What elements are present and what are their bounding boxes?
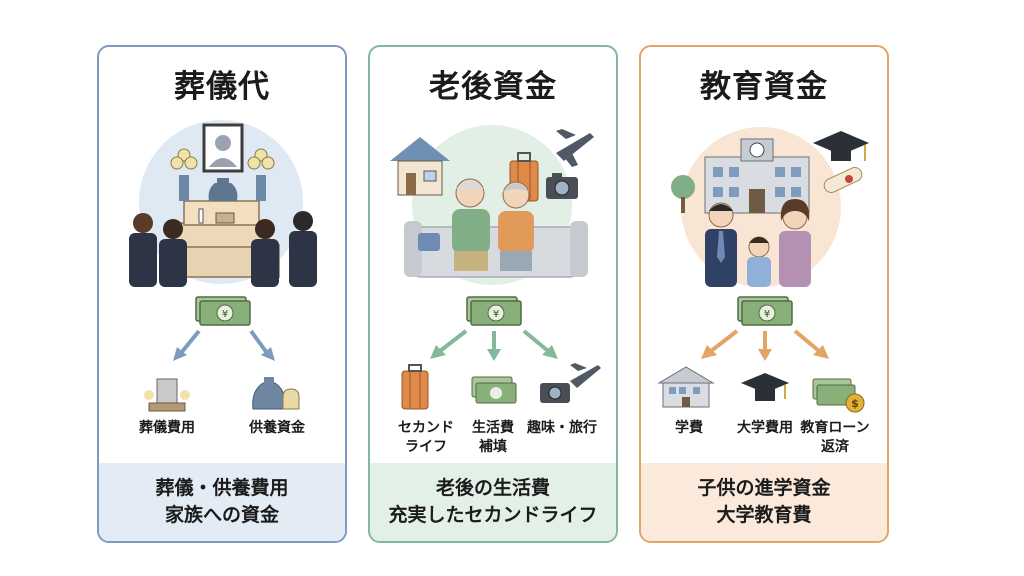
diploma-icon <box>823 167 863 193</box>
camera-icon <box>540 383 570 403</box>
education-funds-card: 教育資金 <box>639 45 889 543</box>
footer-line-2: 家族への資金 <box>164 504 279 526</box>
house-icon <box>390 137 450 196</box>
item-tuition: 学費 <box>675 420 703 436</box>
item-memorial-funds: 供養資金 <box>249 420 305 436</box>
urn-icon <box>252 377 300 410</box>
card-title: 教育資金 <box>700 69 828 105</box>
item-second-life: セカンド ライフ <box>398 420 454 455</box>
svg-text:¥: ¥ <box>493 309 499 320</box>
svg-text:¥: ¥ <box>764 309 770 320</box>
coin-icon: $ <box>845 393 865 413</box>
graduation-cap-icon <box>741 373 789 401</box>
camera-icon <box>546 173 578 199</box>
footer-line-2: 充実したセカンドライフ <box>388 504 598 526</box>
education-flow-diagram: ¥ $ <box>657 296 865 413</box>
banknote-icon <box>471 376 517 404</box>
card-title: 老後資金 <box>429 69 557 105</box>
suitcase-icon <box>401 364 429 410</box>
item-education-loan-repayment: 教育ローン 返済 <box>800 420 870 455</box>
airplane-icon <box>570 363 601 388</box>
card-footer: 老後の生活費 充実したセカンドライフ <box>370 463 616 541</box>
retirement-flow-diagram: ¥ <box>401 296 601 410</box>
footer-line-1: 老後の生活費 <box>435 477 550 499</box>
svg-text:$: $ <box>851 397 859 410</box>
graduation-cap-icon <box>813 131 869 161</box>
item-university-costs: 大学費用 <box>737 420 793 436</box>
banknote-icon <box>812 378 856 406</box>
banknote-icon: ¥ <box>466 296 522 326</box>
family-school-illustration <box>671 127 869 287</box>
airplane-icon <box>556 129 594 167</box>
footer-line-2: 大学教育費 <box>716 504 812 526</box>
funeral-altar-icon <box>129 120 317 287</box>
school-icon <box>657 366 715 408</box>
retired-couple-illustration <box>390 125 594 285</box>
banknote-icon: ¥ <box>737 296 793 326</box>
item-living-expenses: 生活費 補填 <box>472 420 514 455</box>
funeral-flow-diagram: ¥ <box>144 296 300 412</box>
footer-line-1: 子供の進学資金 <box>697 477 831 499</box>
retirement-funds-card: 老後資金 <box>368 45 618 543</box>
card-footer: 子供の進学資金 大学教育費 <box>641 463 887 541</box>
footer-line-1: 葬儀・供養費用 <box>155 477 289 499</box>
svg-text:¥: ¥ <box>222 309 228 320</box>
funeral-cost-card: 葬儀代 <box>97 45 347 543</box>
item-funeral-expenses: 葬儀費用 <box>139 420 195 436</box>
grave-icon <box>144 378 190 412</box>
card-footer: 葬儀・供養費用 家族への資金 <box>99 463 345 541</box>
item-hobbies-travel: 趣味・旅行 <box>527 420 597 436</box>
banknote-icon: ¥ <box>195 296 251 326</box>
card-title: 葬儀代 <box>174 69 270 105</box>
